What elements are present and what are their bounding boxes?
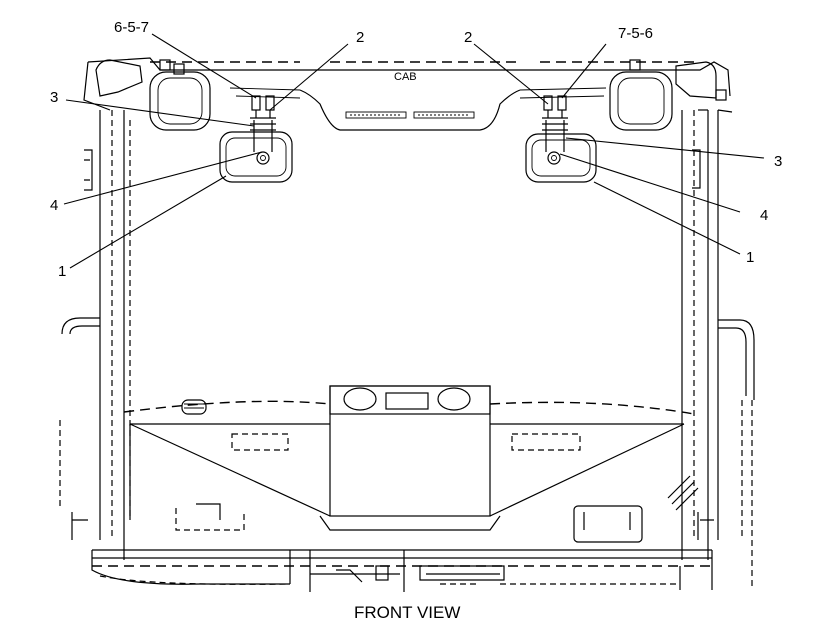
callout-right-top-a: 7-5-6: [618, 25, 653, 42]
left-roof-light: [95, 59, 211, 131]
callout-left-top-b: 2: [356, 29, 364, 46]
right-mirror: [525, 133, 597, 183]
cab-pillars: [59, 109, 755, 590]
cab-roof: [83, 57, 731, 131]
left-mirror-assembly: [219, 95, 293, 183]
leader-lines: [63, 33, 765, 269]
dashboard: [123, 385, 695, 543]
callout-left-4: 4: [50, 197, 58, 214]
callout-left-3: 3: [50, 89, 58, 106]
view-title: FRONT VIEW: [354, 603, 460, 622]
bottom-frame: [91, 549, 713, 592]
left-bolt: [251, 95, 261, 111]
callout-left-1: 1: [58, 263, 66, 280]
left-mirror-pivot: [256, 151, 270, 165]
callout-labels: 6-5-7 2 3 4 1 2 7-5-6 3 4 1 CAB FRONT VI…: [50, 19, 782, 622]
callout-right-3: 3: [774, 153, 782, 170]
right-mirror-pivot: [547, 151, 561, 165]
callout-right-top-b: 2: [464, 29, 472, 46]
left-mirror: [219, 131, 293, 183]
right-mirror-assembly: [525, 95, 597, 183]
cab-label: CAB: [394, 71, 417, 83]
callout-right-4: 4: [760, 207, 768, 224]
right-bolt: [557, 95, 567, 111]
callout-right-1: 1: [746, 249, 754, 266]
right-roof-light: [609, 59, 727, 131]
callout-left-top-a: 6-5-7: [114, 19, 149, 36]
